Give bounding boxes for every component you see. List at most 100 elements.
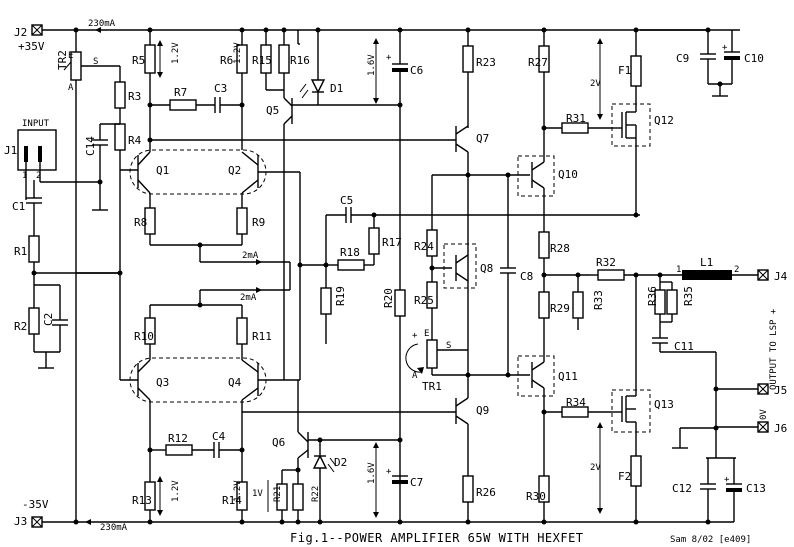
j2-terminal[interactable] [31,24,43,36]
c8-label: C8 [520,270,533,283]
c7-capacitor[interactable] [392,475,408,484]
tr1-a: A [412,371,418,381]
r25-resistor[interactable] [426,281,438,340]
q3-transistor[interactable] [137,359,151,401]
q13-mosfet[interactable] [612,275,637,456]
r34-label: R34 [566,396,586,409]
c5-capacitor[interactable] [325,207,640,265]
c1-capacitor[interactable] [26,180,42,236]
l1-pin2: 2 [734,265,739,275]
c3-capacitor[interactable] [214,97,242,113]
q6-label: Q6 [272,436,285,449]
q10-heatsink-box [517,155,555,197]
q10-label: Q10 [558,168,578,181]
zero-v-label: 0V [759,409,769,420]
q6-transistor[interactable] [297,380,400,459]
r4-label: R4 [128,134,142,147]
r28-resistor[interactable] [538,231,550,292]
r34-resistor[interactable] [544,406,612,418]
j3-terminal[interactable] [31,516,43,528]
d2-led[interactable] [312,440,337,522]
tr2-e-label: E [68,51,73,61]
r18-resistor[interactable] [326,259,374,271]
j5-terminal[interactable] [716,383,769,395]
r21-resistor[interactable] [276,470,288,522]
c4-capacitor[interactable] [213,442,242,458]
c14-capacitor[interactable] [92,123,120,211]
r31-resistor[interactable] [544,122,612,134]
f2-voltage: 2V [590,463,601,473]
r30-resistor[interactable] [538,475,550,522]
r9-label: R9 [252,216,265,229]
r5-voltage: 1.2V [171,42,181,64]
r10-resistor[interactable] [144,305,156,360]
j5-label: J5 [774,384,787,397]
r17-resistor[interactable] [368,215,380,265]
j6-terminal[interactable] [716,421,769,433]
r7-resistor[interactable] [150,99,215,111]
j4-label: J4 [774,270,788,283]
r5-resistor[interactable] [144,30,163,150]
q9-transistor[interactable] [242,375,469,425]
c13-capacitor[interactable] [640,458,742,523]
r26-resistor[interactable] [462,424,474,522]
q10-transistor[interactable] [531,161,545,232]
c12-label: C12 [672,482,692,495]
c9-capacitor[interactable] [700,30,732,97]
tr1-s: S [446,341,451,351]
r32-label: R32 [596,256,616,269]
j1-pin1: 1 [22,171,27,181]
r26-label: R26 [476,486,496,499]
r3-resistor[interactable] [114,66,126,124]
c10-capacitor[interactable] [724,30,740,84]
r33-resistor[interactable] [572,275,584,330]
q4-transistor[interactable] [241,359,300,401]
j6-label: J6 [774,422,787,435]
r35-resistor[interactable] [660,281,678,323]
d1-label: D1 [330,82,343,95]
q3-label: Q3 [156,376,169,389]
r9-resistor[interactable] [236,193,248,245]
r23-resistor[interactable] [462,30,474,128]
top-current: 230mA [88,19,116,29]
q8-transistor[interactable] [455,254,469,282]
r12-resistor[interactable] [150,444,214,456]
r20-resistor[interactable] [394,289,406,317]
c8-capacitor[interactable] [500,175,516,375]
r2-resistor[interactable] [28,307,60,353]
r29-resistor[interactable] [538,291,550,362]
tr2-trimmer[interactable] [63,30,120,522]
tr1-e: E [424,329,429,339]
q1-transistor[interactable] [137,150,151,194]
r12-label: R12 [168,432,188,445]
f2-fuse[interactable] [630,455,642,522]
l1-inductor[interactable] [682,270,758,280]
q7-transistor[interactable] [150,125,469,375]
f1-fuse[interactable] [630,30,642,112]
c12-capacitor[interactable] [700,458,716,522]
r19-resistor[interactable] [320,265,332,344]
r11-resistor[interactable] [236,305,248,360]
input-jack[interactable] [17,129,100,200]
q11-transistor[interactable] [531,361,545,476]
tr2-a-label: A [68,83,74,93]
q9-label: Q9 [476,404,489,417]
r1-resistor[interactable] [28,235,120,308]
c2-capacitor[interactable] [34,284,68,369]
r6-voltage: 1.2V [233,42,243,64]
q5-transistor[interactable] [283,97,318,380]
d2-label: D2 [334,456,347,469]
junction-dots [31,27,723,525]
r27-resistor[interactable] [538,30,550,162]
d1-led[interactable] [299,30,326,105]
c9-label: C9 [676,52,689,65]
r28-label: R28 [550,242,570,255]
q12-mosfet[interactable] [612,111,637,215]
j4-terminal[interactable] [757,269,769,281]
c11-capacitor[interactable] [652,322,717,428]
r24-resistor[interactable] [426,229,438,282]
tr2-s-label: S [93,57,98,67]
tr1-trimmer[interactable] [405,339,530,376]
q2-transistor[interactable] [241,151,300,194]
r8-resistor[interactable] [144,193,242,246]
